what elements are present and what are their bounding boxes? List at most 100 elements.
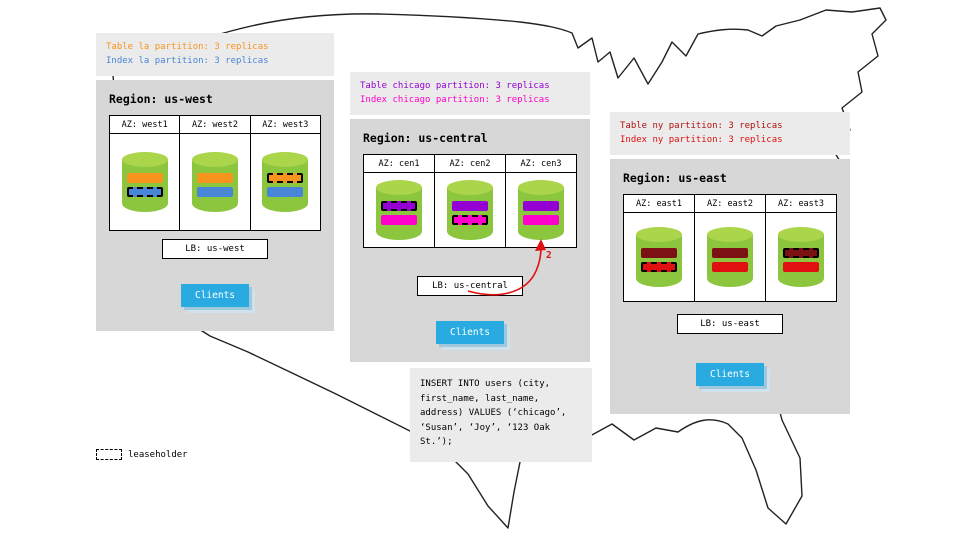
database-cylinder (376, 180, 422, 240)
az-east1: AZ: east1 (623, 194, 695, 302)
cylinder-top (707, 227, 753, 242)
cylinder-body (707, 234, 753, 287)
az-label: AZ: cen1 (364, 155, 434, 173)
az-label: AZ: east2 (695, 195, 765, 213)
cylinder-body (376, 187, 422, 240)
index-replica-bar (381, 215, 417, 225)
region-title: Region: us-west (109, 92, 213, 106)
clients-row: Clients (109, 283, 321, 307)
table-partition-note: Table ny partition: 3 replicas (620, 121, 783, 131)
load-balancer-us-central: LB: us-central (417, 276, 523, 296)
az-row: AZ: cen1 AZ: cen2 (363, 154, 577, 248)
az-west1: AZ: west1 (109, 115, 181, 231)
index-replica-bar (452, 215, 488, 225)
table-partition-note: Table la partition: 3 replicas (106, 42, 269, 52)
clients-box: Clients (180, 284, 250, 307)
az-body (110, 134, 179, 230)
cylinder-body (262, 159, 309, 212)
index-partition-note: Index ny partition: 3 replicas (620, 135, 783, 145)
region-panel-us-west: Region: us-west AZ: west1 AZ: west2 (96, 80, 334, 331)
partition-note-us-east: Table ny partition: 3 replicas Index ny … (610, 112, 850, 155)
cylinder-top (376, 180, 422, 195)
az-west2: AZ: west2 (179, 115, 251, 231)
az-cen1: AZ: cen1 (363, 154, 435, 248)
database-cylinder (518, 180, 564, 240)
cylinder-body (447, 187, 493, 240)
leaseholder-label: leaseholder (128, 449, 188, 460)
table-replica-bar (783, 248, 819, 258)
region-title: Region: us-east (623, 171, 727, 185)
az-row: AZ: west1 AZ: west2 (109, 115, 321, 231)
az-east3: AZ: east3 (765, 194, 837, 302)
cylinder-top (636, 227, 682, 242)
az-row: AZ: east1 AZ: east2 (623, 194, 837, 302)
table-replica-bar (452, 201, 488, 211)
cylinder-body (518, 187, 564, 240)
sql-line: ‘Susan’, ‘Joy’, ‘123 Oak (420, 422, 551, 433)
index-replica-bar (126, 187, 163, 197)
region-title: Region: us-central (363, 131, 488, 145)
index-replica-bar (712, 262, 748, 272)
cylinder-top (191, 152, 238, 167)
az-body (180, 134, 249, 230)
index-replica-bar (641, 262, 677, 272)
table-replica-bar (196, 173, 233, 183)
index-replica-bar (523, 215, 559, 225)
database-cylinder (121, 152, 168, 212)
clients-box: Clients (695, 363, 765, 386)
clients-row: Clients (623, 362, 837, 386)
az-label: AZ: west1 (110, 116, 180, 134)
cylinder-top (262, 152, 309, 167)
sql-line: INSERT INTO users (city, (420, 379, 551, 389)
sql-line: St.’); (420, 437, 453, 447)
clients-box: Clients (435, 321, 505, 344)
database-cylinder (636, 227, 682, 287)
table-replica-bar (641, 248, 677, 258)
table-replica-bar (267, 173, 304, 183)
table-replica-bar (381, 201, 417, 211)
az-body (766, 213, 836, 301)
region-panel-us-east: Region: us-east AZ: east1 AZ: east2 (610, 159, 850, 414)
database-cylinder (191, 152, 238, 212)
partition-note-us-central: Table chicago partition: 3 replicas Inde… (350, 72, 590, 115)
arrow-step-label: 2 (546, 250, 552, 261)
az-label: AZ: cen2 (435, 155, 505, 173)
az-cen2: AZ: cen2 (434, 154, 506, 248)
index-replica-bar (783, 262, 819, 272)
load-balancer-us-west: LB: us-west (162, 239, 268, 259)
cylinder-body (121, 159, 168, 212)
cylinder-top (447, 180, 493, 195)
az-body (364, 173, 434, 247)
cylinder-top (778, 227, 824, 242)
az-label: AZ: cen3 (506, 155, 576, 173)
index-partition-note: Index chicago partition: 3 replicas (360, 95, 550, 105)
az-east2: AZ: east2 (694, 194, 766, 302)
database-cylinder (447, 180, 493, 240)
cylinder-top (121, 152, 168, 167)
az-label: AZ: east1 (624, 195, 694, 213)
cylinder-body (778, 234, 824, 287)
index-replica-bar (267, 187, 304, 197)
index-replica-bar (196, 187, 233, 197)
cylinder-body (191, 159, 238, 212)
leaseholder-legend: leaseholder (96, 449, 188, 460)
sql-insert-note: INSERT INTO users (city, first_name, las… (410, 368, 592, 462)
region-us-east: Table ny partition: 3 replicas Index ny … (610, 112, 850, 414)
az-label: AZ: west2 (180, 116, 250, 134)
region-us-central: Table chicago partition: 3 replicas Inde… (350, 72, 590, 362)
az-body (506, 173, 576, 247)
az-label: AZ: east3 (766, 195, 836, 213)
table-replica-bar (712, 248, 748, 258)
leaseholder-dashed-box-icon (96, 449, 122, 460)
partition-note-us-west: Table la partition: 3 replicas Index la … (96, 33, 334, 76)
load-balancer-us-east: LB: us-east (677, 314, 783, 334)
az-body (435, 173, 505, 247)
database-cylinder (707, 227, 753, 287)
cylinder-top (518, 180, 564, 195)
sql-line: address) VALUES (‘chicago’, (420, 408, 567, 418)
az-west3: AZ: west3 (249, 115, 321, 231)
clients-row: Clients (363, 320, 577, 344)
index-partition-note: Index la partition: 3 replicas (106, 56, 269, 66)
az-label: AZ: west3 (250, 116, 320, 134)
